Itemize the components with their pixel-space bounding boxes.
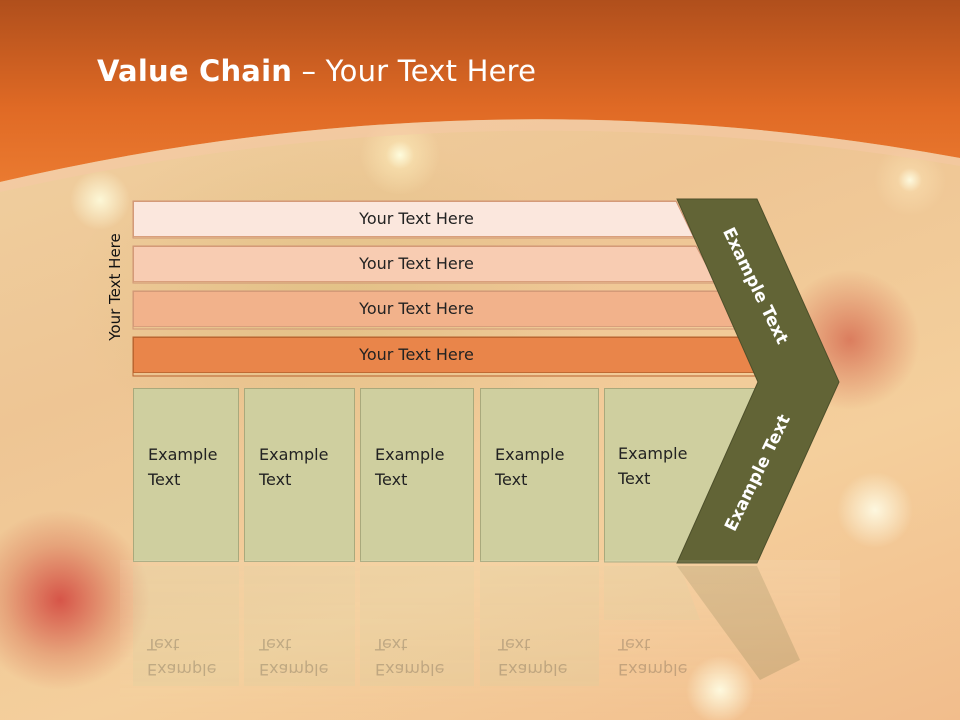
reflection-label-5: Example Text [618,635,688,679]
activity-column-1: Example Text [133,388,239,562]
activity-column-2-label: Example Text [259,445,329,489]
activity-column-3-label: Example Text [375,445,445,489]
page-title-rest: – Your Text Here [292,54,537,88]
reflection-label-1: Example Text [147,635,217,679]
activity-column-3: Example Text [360,388,474,562]
page-title-bold: Value Chain [97,54,293,88]
activity-column-4: Example Text [480,388,599,562]
page-title: Value Chain – Your Text Here [97,54,536,88]
value-bar-2-label: Your Text Here [359,253,474,273]
reflection-label-4: Example Text [498,635,568,679]
activity-column-1-label: Example Text [148,445,218,489]
value-bar-4-label: Your Text Here [359,344,474,364]
activity-column-4-label: Example Text [495,445,565,489]
reflection-label-3: Example Text [375,635,445,679]
activity-column-5-label: Example Text [618,444,688,488]
value-bar-3-label: Your Text Here [359,298,474,318]
value-bar-1-label: Your Text Here [359,208,474,228]
reflection-label-2: Example Text [259,635,329,679]
activity-column-2: Example Text [244,388,355,562]
header-band [0,0,960,192]
value-bar-2: Your Text Here [133,246,716,282]
